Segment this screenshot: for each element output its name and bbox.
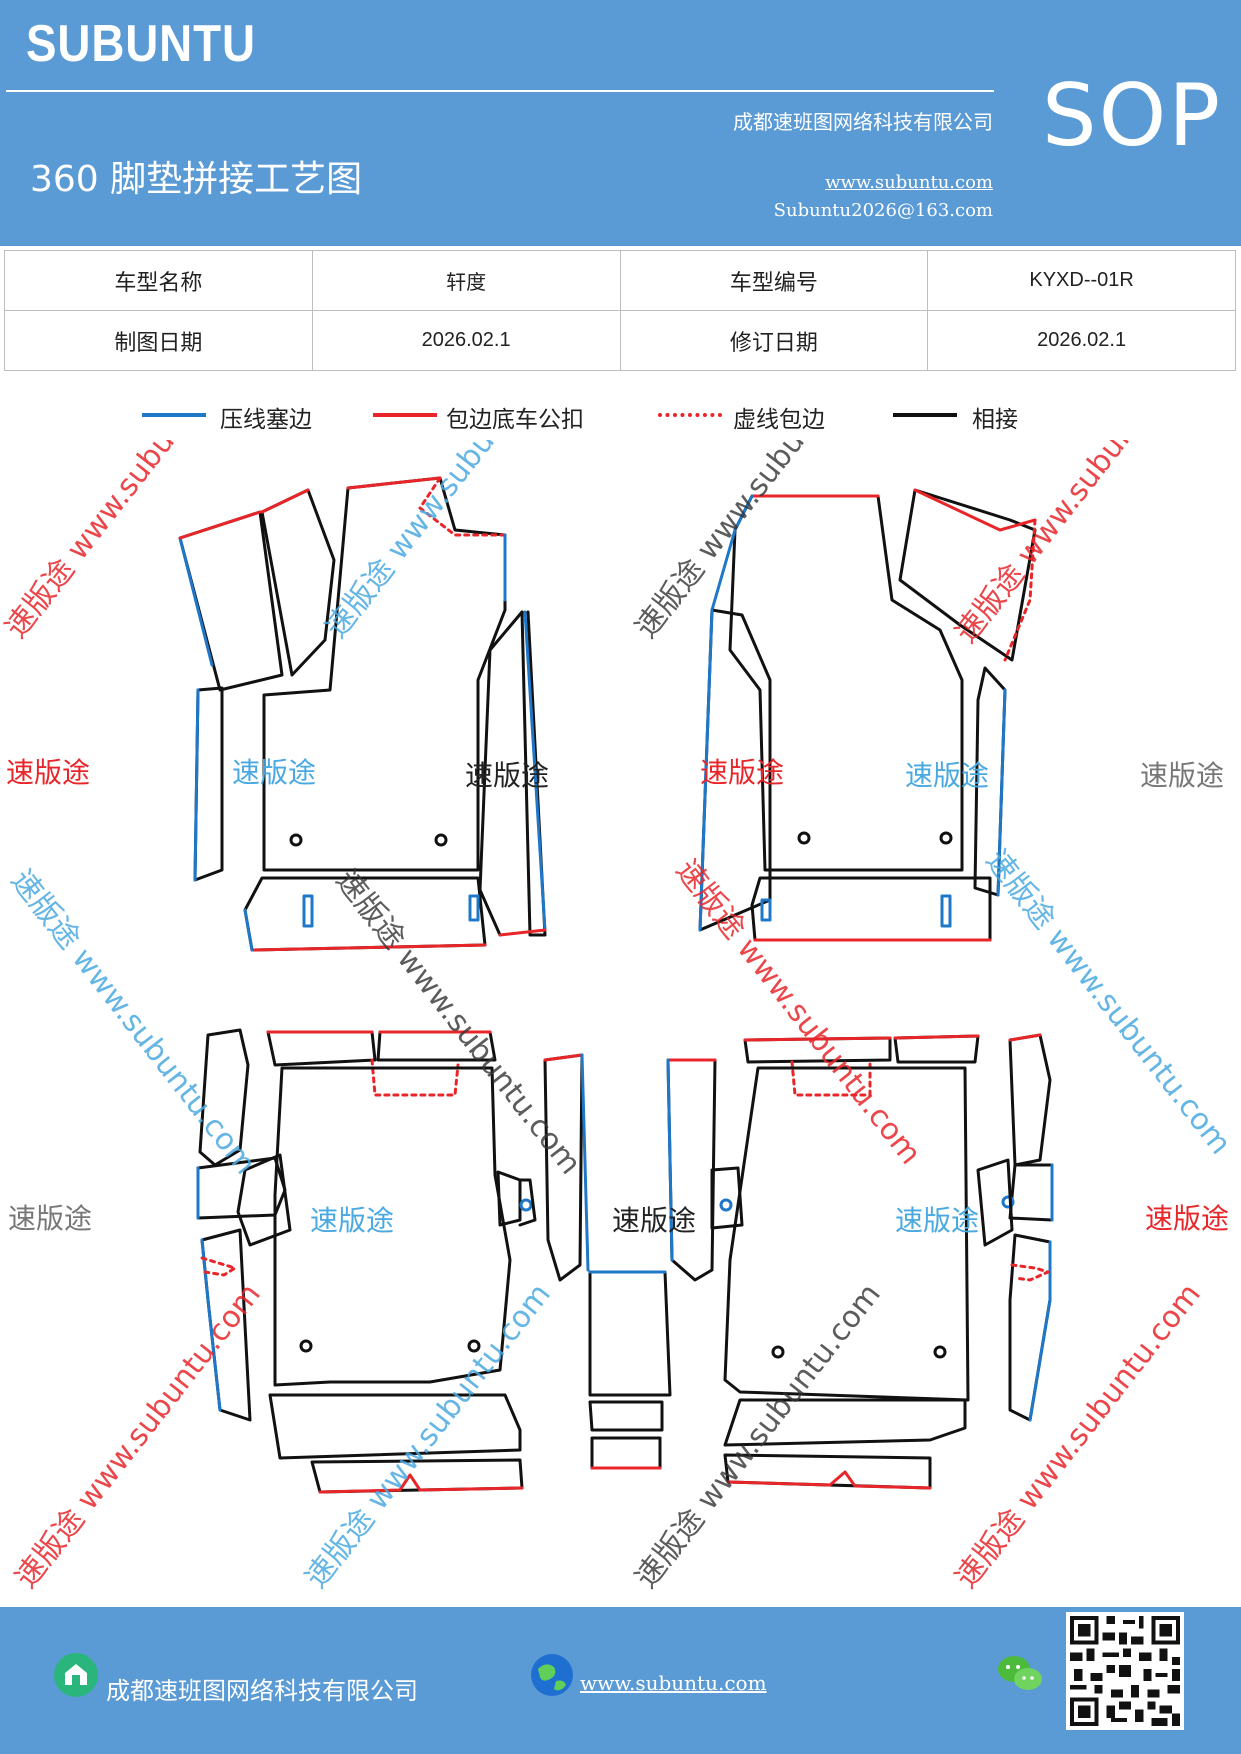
watermark-diagonal: 速版途 www.subuntu.com bbox=[329, 863, 588, 1181]
header-banner: SUBUNTU 成都速班图网络科技有限公司 360 脚垫拼接工艺图 www.su… bbox=[0, 0, 1241, 246]
vehicle-info-table: 车型名称 轩度 车型编号 KYXD--01R 制图日期 2026.02.1 修订… bbox=[4, 250, 1236, 371]
legend-label-black: 相接 bbox=[972, 407, 1018, 433]
model-name-label: 车型名称 bbox=[4, 250, 313, 311]
watermark-brand: 速版途 bbox=[6, 756, 90, 789]
header-divider bbox=[6, 90, 994, 92]
watermark-diagonal: 速版途 www.subuntu.com bbox=[9, 1277, 268, 1595]
model-name-value: 轩度 bbox=[311, 250, 621, 311]
model-code-label: 车型编号 bbox=[619, 250, 929, 311]
model-code-value: KYXD--01R bbox=[927, 250, 1236, 311]
wechat-icon bbox=[998, 1656, 1042, 1690]
legend-label-dotted: 虚线包边 bbox=[733, 407, 825, 433]
legend-label-blue: 压线塞边 bbox=[220, 407, 312, 433]
watermark-diagonal: 速版途 www.subuntu.com bbox=[0, 440, 258, 645]
watermark-diagonal: 速版途 www.subuntu.com bbox=[949, 440, 1208, 650]
revise-date-value: 2026.02.1 bbox=[927, 310, 1236, 371]
page-title: 360 脚垫拼接工艺图 bbox=[30, 159, 363, 200]
watermark-brand: 速版途 bbox=[1145, 1202, 1229, 1235]
floor-mat-diagram: 速版途 www.subuntu.com 速版途 www.subuntu.com … bbox=[0, 440, 1238, 1595]
watermark-layer: 速版途 www.subuntu.com 速版途 www.subuntu.com … bbox=[0, 440, 1238, 1595]
company-icon bbox=[54, 1653, 98, 1697]
watermark-diagonal: 速版途 www.subuntu.com bbox=[4, 863, 263, 1181]
watermark-brand: 速版途 bbox=[465, 759, 549, 792]
front-left-mat bbox=[178, 476, 547, 952]
front-right-mat bbox=[698, 488, 1037, 942]
table-row: 制图日期 2026.02.1 修订日期 2026.02.1 bbox=[4, 310, 1236, 371]
rear-right-mat bbox=[666, 1033, 1054, 1490]
revise-date-label: 修订日期 bbox=[619, 310, 929, 371]
draw-date-label: 制图日期 bbox=[4, 310, 313, 371]
header-email[interactable]: Subuntu2026@163.com bbox=[773, 200, 993, 221]
watermark-diagonal: 速版途 www.subuntu.com bbox=[319, 440, 578, 645]
watermark-brand: 速版途 bbox=[700, 756, 784, 789]
watermark-diagonal: 速版途 www.subuntu.com bbox=[949, 1277, 1208, 1595]
header-company: 成都速班图网络科技有限公司 bbox=[733, 110, 993, 134]
watermark-brand: 速版途 bbox=[895, 1204, 979, 1237]
legend-swatch-black bbox=[893, 413, 957, 417]
draw-date-value: 2026.02.1 bbox=[311, 310, 621, 371]
legend-swatch-dotted bbox=[658, 413, 722, 417]
watermark-brand: 速版途 bbox=[905, 759, 989, 792]
footer-company: 成都速班图网络科技有限公司 bbox=[106, 1677, 418, 1705]
rear-left-mat bbox=[196, 1028, 590, 1494]
legend-swatch-red bbox=[373, 413, 437, 417]
watermark-diagonal: 速版途 www.subuntu.com bbox=[629, 440, 888, 645]
footer-url-link[interactable]: www.subuntu.com bbox=[580, 1671, 767, 1695]
center-tunnel-mat bbox=[588, 1270, 672, 1470]
brand-logo: SUBUNTU bbox=[26, 15, 256, 73]
watermark-brand: 速版途 bbox=[232, 756, 316, 789]
watermark-brand: 速版途 bbox=[612, 1204, 696, 1237]
legend: 压线塞边 包边底车公扣 虚线包边 相接 bbox=[0, 400, 1241, 440]
header-url-link[interactable]: www.subuntu.com bbox=[825, 172, 993, 193]
legend-label-red: 包边底车公扣 bbox=[446, 407, 584, 433]
watermark-brand: 速版途 bbox=[310, 1204, 394, 1237]
watermark-diagonal: 速版途 www.subuntu.com bbox=[669, 853, 928, 1171]
sop-label: SOP bbox=[1042, 66, 1223, 166]
legend-swatch-blue bbox=[142, 413, 206, 417]
watermark-diagonal: 速版途 www.subuntu.com bbox=[979, 843, 1238, 1161]
watermark-brand: 速版途 bbox=[1140, 759, 1224, 792]
watermark-brand: 速版途 bbox=[8, 1202, 92, 1235]
globe-icon bbox=[531, 1654, 573, 1696]
table-row: 车型名称 轩度 车型编号 KYXD--01R bbox=[4, 250, 1236, 311]
footer-banner: 成都速班图网络科技有限公司 www.subuntu.com bbox=[0, 1607, 1241, 1754]
qr-code-icon bbox=[1066, 1612, 1184, 1730]
